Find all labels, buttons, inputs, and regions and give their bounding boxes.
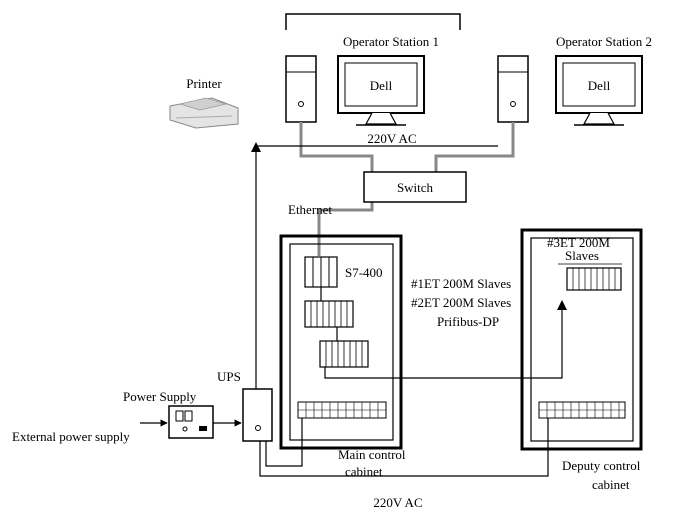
operator-station-2-label: Operator Station 2: [556, 34, 652, 49]
main-control-cabinet: S7-400: [279, 234, 403, 450]
operator-station-2: Dell Operator Station 2: [497, 34, 652, 126]
deputy-cabinet-label-line2: cabinet: [592, 477, 630, 492]
ups-label: UPS: [217, 369, 241, 384]
switch-box: [363, 171, 467, 203]
pc-tower-2: [497, 55, 529, 123]
power-supply-label: Power Supply: [123, 389, 197, 404]
monitor-2-brand: Dell: [588, 78, 611, 93]
deputy-control-cabinet: #3ET 200M Slaves: [520, 228, 643, 451]
profibus-label: Prifibus-DP: [437, 314, 499, 329]
operator-station-1: Dell Operator Station 1: [285, 34, 439, 126]
switch-label: Switch: [397, 180, 434, 195]
ethernet-label: Ethernet: [288, 202, 332, 217]
ac-top-label: 220V AC: [367, 131, 416, 146]
slaves-2-label: #2ET 200M Slaves: [411, 295, 511, 310]
printer: Printer: [169, 76, 239, 129]
s7-400-label: S7-400: [345, 265, 383, 280]
pc-tower-1: [285, 55, 317, 123]
ups-box: [242, 388, 273, 442]
power-arrowhead-stations: [251, 142, 261, 152]
network-cables: [299, 122, 515, 256]
ac-bottom-label: 220V AC: [373, 495, 422, 510]
main-cabinet-label-line2: cabinet: [345, 464, 383, 479]
printer-label: Printer: [186, 76, 222, 91]
operator-station-1-label: Operator Station 1: [343, 34, 439, 49]
main-cabinet-label-line1: Main control: [338, 447, 406, 462]
station-bracket: [285, 13, 461, 30]
monitor-1-brand: Dell: [370, 78, 393, 93]
slaves-3-label-line1: #3ET 200M: [547, 235, 610, 250]
profibus-lines: [320, 287, 563, 379]
slaves-3-label-line2: Slaves: [565, 248, 599, 263]
et200m-rack-3: [566, 267, 622, 291]
profibus-arrowhead: [557, 300, 567, 310]
deputy-cabinet-label-line1: Deputy control: [562, 458, 641, 473]
slaves-1-label: #1ET 200M Slaves: [411, 276, 511, 291]
power-supply-box: [168, 405, 214, 439]
external-power-label: External power supply: [12, 429, 130, 444]
